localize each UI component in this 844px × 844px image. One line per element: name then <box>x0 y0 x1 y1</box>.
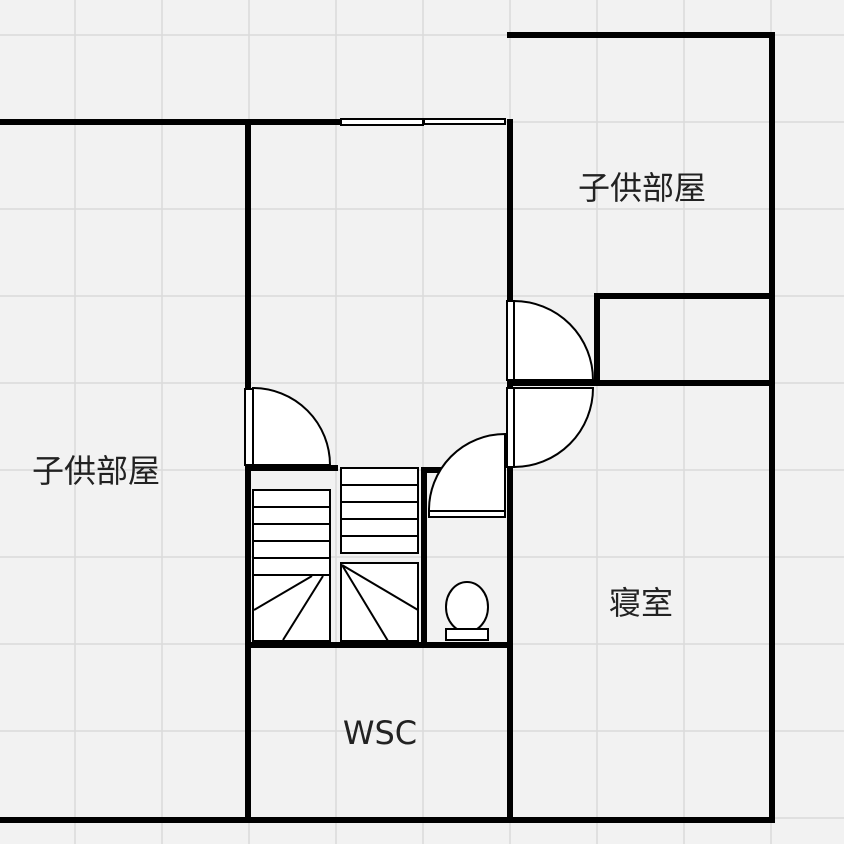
door-bedroom <box>506 387 595 469</box>
walls <box>0 32 775 823</box>
room-label-kids-room-right: 子供部屋 <box>578 169 706 207</box>
window <box>340 118 506 126</box>
door-toilet <box>427 432 506 518</box>
stairs <box>252 467 419 642</box>
room-label-bedroom: 寝室 <box>609 584 673 622</box>
room-label-wsc: WSC <box>343 714 417 752</box>
door-right-kids-room <box>506 299 595 381</box>
door-left-kids-room <box>244 386 332 466</box>
toilet-icon <box>445 581 489 641</box>
room-label-kids-room-left: 子供部屋 <box>32 452 160 490</box>
